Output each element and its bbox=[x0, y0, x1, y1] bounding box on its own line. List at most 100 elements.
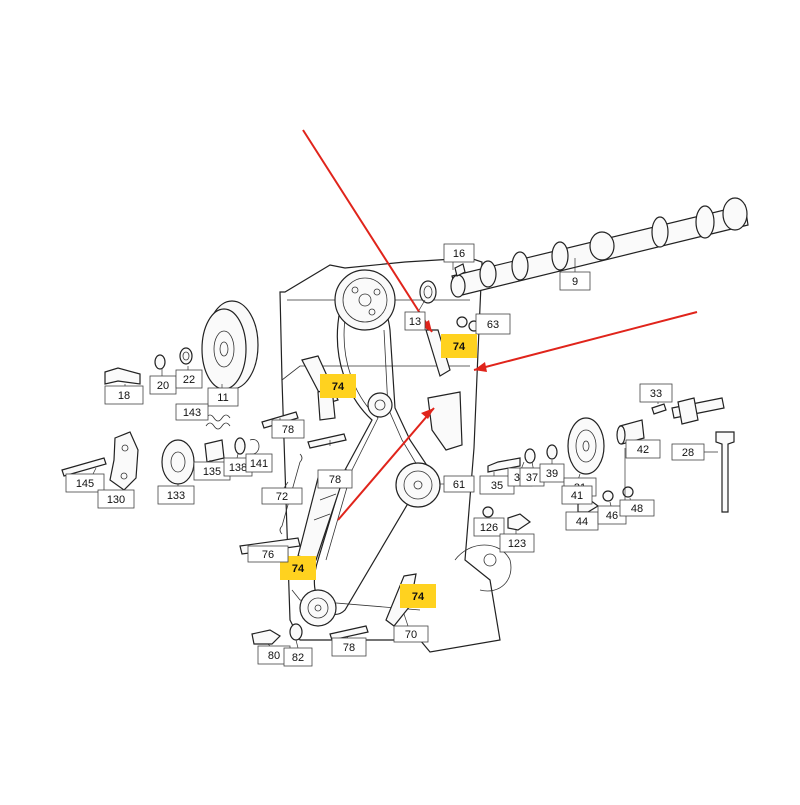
seal-ring bbox=[234, 437, 246, 455]
callout-number: 63 bbox=[487, 319, 499, 331]
callout-number: 72 bbox=[276, 491, 288, 503]
callout-number: 141 bbox=[250, 458, 268, 470]
woodruff-key bbox=[454, 263, 466, 277]
callout-78: 78 bbox=[271, 419, 305, 439]
callout-box bbox=[443, 475, 475, 493]
callout-number: 78 bbox=[329, 474, 341, 486]
callout-number: 13 bbox=[409, 316, 421, 328]
callout-box bbox=[175, 369, 203, 389]
callout-number: 138 bbox=[229, 462, 247, 474]
callout-74-highlighted: 74 bbox=[400, 584, 436, 608]
callout-61: 61 bbox=[443, 475, 475, 493]
callout-number: 145 bbox=[76, 478, 94, 490]
guide-pin-bottom bbox=[329, 625, 369, 641]
callout-143: 143 bbox=[175, 403, 209, 421]
callout-number: 82 bbox=[292, 652, 304, 664]
tensioner-pin-mid bbox=[307, 433, 347, 449]
callout-28: 28 bbox=[671, 443, 705, 461]
callout-number: 74 bbox=[332, 381, 345, 393]
callout-33: 33 bbox=[639, 383, 673, 403]
pulley-spacer bbox=[179, 347, 193, 365]
callout-42: 42 bbox=[625, 439, 661, 459]
callout-70: 70 bbox=[393, 625, 429, 643]
callout-box bbox=[157, 485, 195, 505]
callout-13: 13 bbox=[404, 311, 426, 331]
pulley-washer bbox=[154, 354, 166, 370]
callout-number: 130 bbox=[107, 494, 125, 506]
tensioner-lever bbox=[109, 431, 139, 491]
callout-78: 78 bbox=[317, 469, 353, 489]
callout-box bbox=[625, 439, 661, 459]
callout-number: 74 bbox=[412, 591, 425, 603]
tensioner-roller bbox=[161, 439, 195, 485]
callout-number: 123 bbox=[508, 538, 526, 550]
crankshaft-sprocket bbox=[299, 589, 337, 627]
callout-number: 46 bbox=[606, 510, 618, 522]
callout-number: 135 bbox=[203, 466, 221, 478]
injection-pump-sprocket bbox=[395, 462, 441, 508]
callout-22: 22 bbox=[175, 369, 203, 389]
callout-number: 76 bbox=[262, 549, 274, 561]
callout-135: 135 bbox=[193, 461, 231, 481]
callout-number: 133 bbox=[167, 490, 185, 502]
callout-145: 145 bbox=[65, 473, 105, 493]
timing-cover bbox=[279, 257, 512, 653]
sprocket-bolt bbox=[487, 457, 521, 473]
red-arrow-icon bbox=[302, 129, 698, 521]
callout-number: 126 bbox=[480, 522, 498, 534]
callout-box bbox=[247, 545, 289, 563]
idler-sprocket bbox=[367, 392, 393, 418]
callout-box bbox=[441, 334, 477, 358]
springs bbox=[205, 414, 231, 430]
callout-box bbox=[283, 647, 313, 667]
callout-number: 9 bbox=[572, 276, 578, 288]
callout-box bbox=[261, 487, 303, 505]
small-nut-a bbox=[602, 490, 614, 502]
callout-box bbox=[97, 489, 135, 509]
camshaft-washer bbox=[419, 280, 437, 304]
callout-box bbox=[317, 469, 353, 489]
callout-82: 82 bbox=[283, 647, 313, 667]
camshaft bbox=[450, 197, 749, 298]
callout-18: 18 bbox=[104, 385, 144, 405]
sprocket-spacer bbox=[546, 444, 558, 460]
callout-20: 20 bbox=[149, 375, 177, 395]
callout-box bbox=[207, 387, 239, 407]
callout-74-highlighted: 74 bbox=[441, 334, 477, 358]
callout-number: 37 bbox=[526, 472, 538, 484]
bearing-sleeve bbox=[204, 439, 225, 463]
callout-number: 61 bbox=[453, 479, 465, 491]
callout-number: 143 bbox=[183, 407, 201, 419]
callout-138: 138 bbox=[223, 457, 253, 477]
callout-48: 48 bbox=[619, 499, 655, 517]
callout-number: 80 bbox=[268, 650, 280, 662]
vertical-drive-shaft bbox=[715, 431, 735, 513]
callout-37: 37 bbox=[519, 467, 545, 487]
callout-number: 42 bbox=[637, 444, 649, 456]
callout-box bbox=[619, 499, 655, 517]
callout-box bbox=[404, 311, 426, 331]
callout-box bbox=[559, 271, 591, 291]
callout-72: 72 bbox=[261, 487, 303, 505]
callout-box bbox=[671, 443, 705, 461]
plug-screw bbox=[251, 629, 281, 645]
small-nut-b bbox=[622, 486, 634, 498]
callout-box bbox=[639, 383, 673, 403]
callout-74-highlighted: 74 bbox=[320, 374, 356, 398]
callout-number: 28 bbox=[682, 447, 694, 459]
gear-pin bbox=[651, 403, 667, 415]
callout-123: 123 bbox=[499, 533, 535, 553]
callout-16: 16 bbox=[443, 243, 475, 263]
timing-chain bbox=[313, 290, 431, 615]
callout-41: 41 bbox=[561, 485, 593, 505]
callout-number: 70 bbox=[405, 629, 417, 641]
callout-box bbox=[561, 485, 593, 505]
callout-box bbox=[320, 374, 356, 398]
callout-box bbox=[175, 403, 209, 421]
callout-number: 33 bbox=[650, 388, 662, 400]
callout-box bbox=[475, 313, 511, 335]
drive-gear-shaft bbox=[671, 397, 725, 425]
callout-number: 22 bbox=[183, 374, 195, 386]
